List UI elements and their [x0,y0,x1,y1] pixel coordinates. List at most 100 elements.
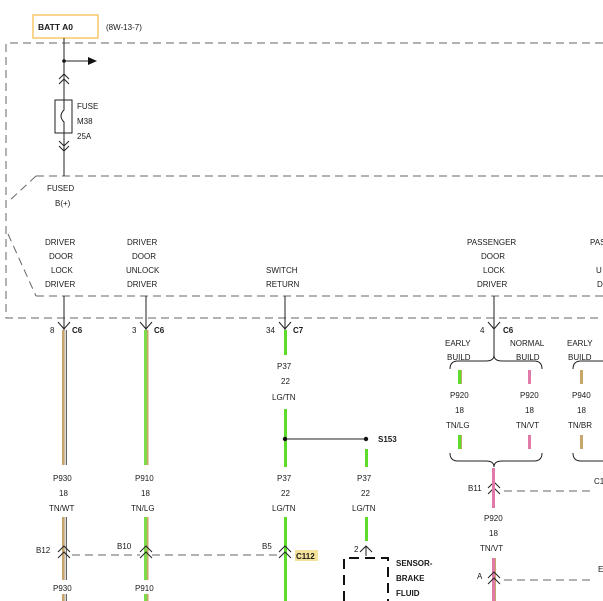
p920-normal-color: TN/VT [516,421,539,430]
normal-build-2: BUILD [516,353,540,362]
inline-connector-b5[interactable] [278,545,292,559]
driver-unlock-label-1: DRIVER [127,238,157,247]
module-boundary [5,42,603,319]
far-right-label-line-d: D [597,280,603,289]
p910-color: TN/LG [131,504,155,513]
p920-join-gauge: 18 [489,529,498,538]
inline-connector-a[interactable] [487,571,501,585]
passenger-label-2: DOOR [481,252,505,261]
wire-p940-lower[interactable] [580,435,583,449]
wire-p920-normal-upper[interactable] [528,370,531,384]
p910-gauge: 18 [141,489,150,498]
driver-unlock-label-3: UNLOCK [126,266,160,275]
pin-34-label: 34 [266,326,275,335]
batt-junction-dot [62,59,66,63]
p920-early-gauge: 18 [455,406,464,415]
p940-gauge: 18 [577,406,586,415]
connector-c6-pin4[interactable] [487,296,501,355]
far-right-early-build-2: BUILD [568,353,592,362]
p920-normal-circuit: P920 [520,391,539,400]
p37-splice-gauge: 22 [361,489,370,498]
p920-join-color: TN/VT [480,544,503,553]
pin-4-label: 4 [480,326,485,335]
passenger-label-1: PASSENGER [467,238,516,247]
splice-dot-left[interactable] [282,436,288,442]
connector-c6-label-3: C6 [503,326,514,335]
c112-highlight [295,550,318,561]
switch-return-label-1: SWITCH [266,266,298,275]
wire-p940-upper[interactable] [580,370,583,384]
inline-connector-b10[interactable] [139,545,153,559]
wire-p920-join-lower[interactable] [492,558,495,601]
batt-a0-label: BATT A0 [38,22,73,32]
driver-lock-label-2: DOOR [49,252,73,261]
wire-p930-gap-bottom [50,580,80,594]
p930-gauge: 18 [59,489,68,498]
wire-p37-lower[interactable] [284,517,287,601]
connector-c6-pin8[interactable] [57,296,71,330]
wire-p920-early-lower-stripe [461,435,462,449]
wire-p37-splice-drop[interactable] [365,449,368,467]
p37-splice-circuit: P37 [357,474,372,483]
p37-color-mid: LG/TN [272,504,296,513]
wire-p930-gap [50,465,80,517]
passenger-label-3: LOCK [483,266,505,275]
splice-dot-right[interactable] [363,436,369,442]
wire-p920-early-upper-stripe [461,370,462,384]
connector-c1-fragment: C1 [594,477,603,486]
connector-c6-label-2: C6 [154,326,165,335]
pin-b5-label: B5 [262,542,272,551]
p940-color: TN/BR [568,421,592,430]
pin-b10-label: B10 [117,542,132,551]
connector-c7-label: C7 [293,326,304,335]
wire-p37-splice-lower[interactable] [365,517,368,541]
far-right-brace-top [572,360,603,370]
p920-normal-gauge: 18 [525,406,534,415]
early-build-1: EARLY [445,339,471,348]
driver-unlock-label-2: DOOR [132,252,156,261]
p930-color: TN/WT [49,504,74,513]
sensor-pin2-connector[interactable] [359,545,373,556]
driver-lock-label-3: LOCK [51,266,73,275]
fuse-top-terminal-icon [58,73,70,85]
connector-c7-pin34[interactable] [278,296,292,330]
p920-early-circuit: P920 [450,391,469,400]
sensor-label-2: BRAKE [396,574,425,583]
switch-return-label-2: RETURN [266,280,300,289]
connector-c6-label-1: C6 [72,326,83,335]
batt-ref-link[interactable]: (8W-13-7) [106,23,142,32]
pin-a-label: A [477,572,483,581]
driver-diagonal [7,233,37,297]
p37-color-top: LG/TN [272,393,296,402]
batt-a0-box [32,14,99,39]
sensor-label-1: SENSOR- [396,559,433,568]
driver-lock-label-4: DRIVER [45,280,75,289]
fused-label-line1: FUSED [47,184,74,193]
far-right-brace-bottom [572,452,603,462]
fuse-id: M38 [77,117,93,126]
p37-gauge-mid: 22 [281,489,290,498]
driver-lock-label-1: DRIVER [45,238,75,247]
early-build-2: BUILD [447,353,471,362]
wire-p37-upper[interactable] [284,330,287,355]
fuse-element-icon [60,100,65,133]
passenger-build-brace-top [449,354,543,370]
wire-p920-join-upper[interactable] [492,468,495,508]
wire-p920-normal-lower[interactable] [528,435,531,449]
connector-c112-label[interactable]: C112 [296,552,315,561]
fuse-rating: 25A [77,132,92,141]
fused-label-line2: B(+) [55,199,71,208]
p37-circuit-top: P37 [277,362,292,371]
p910-circuit-bottom: P910 [135,584,154,593]
far-right-label-line-u: U [596,266,602,275]
pin-3-label: 3 [132,326,137,335]
sensor-brake-fluid-box [343,557,389,601]
p920-join-circuit: P920 [484,514,503,523]
p37-splice-color: LG/TN [352,504,376,513]
wire-p920-early-lower[interactable] [458,435,461,449]
driver-unlock-label-4: DRIVER [127,280,157,289]
wire-p920-early-upper[interactable] [458,370,461,384]
connector-c6-pin3[interactable] [139,296,153,330]
inline-connector-b12[interactable] [57,545,71,559]
far-right-early-build-1: EARLY [567,339,593,348]
